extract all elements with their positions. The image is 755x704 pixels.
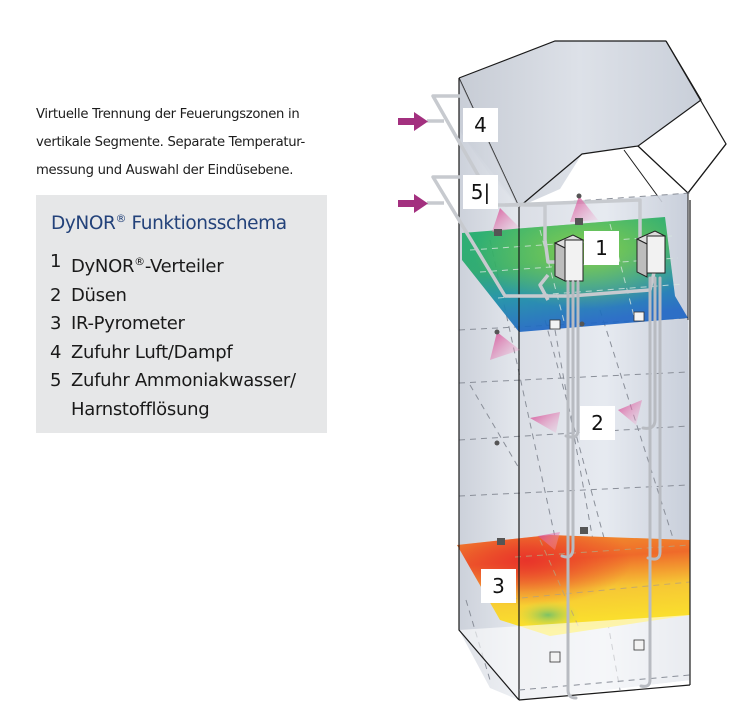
callout-distributor: 1	[584, 231, 619, 265]
pyrometer-sensor	[580, 527, 588, 534]
sensor-block	[549, 651, 561, 663]
legend-item-ammonia-urea: 5 Zufuhr Ammoniakwasser/	[50, 367, 296, 396]
registered-mark: ®	[115, 212, 127, 225]
legend-item-continuation: Harnstofflösung	[50, 396, 296, 425]
arrow-ammonia-urea	[398, 194, 428, 213]
spray-cone	[538, 532, 560, 550]
intro-line: vertikale Segmente. Separate Temperatur-	[36, 135, 306, 150]
legend-item-label-continuation: Harnstofflösung	[71, 398, 210, 420]
distributor-box	[635, 230, 667, 278]
legend-item-label: IR-Pyrometer	[71, 313, 185, 334]
legend-item-distributor: 1 DyNOR®-Verteiler	[50, 248, 296, 282]
legend-title: DyNOR® Funktionsschema	[51, 212, 287, 234]
legend-item-nozzles: 2 Düsen	[50, 282, 296, 311]
legend-item-number: 2	[50, 284, 62, 306]
nozzle-port	[576, 193, 582, 199]
legend-item-label: DyNOR®-Verteiler	[71, 248, 224, 282]
legend-item-number: 3	[50, 313, 62, 334]
spray-cone	[570, 196, 598, 222]
legend-item-number: 5	[50, 370, 62, 391]
legend-item-label: Zufuhr Ammoniakwasser/	[71, 370, 296, 391]
legend-item-number: 1	[50, 251, 62, 272]
intro-line: messung und Auswahl der Eindüsebene.	[36, 163, 294, 178]
legend-item-label: Düsen	[71, 284, 127, 306]
legend-item-label-brand: DyNOR	[71, 256, 135, 277]
legend-title-text: Funktionsschema	[126, 213, 288, 234]
intro-text: Virtuelle Trennung der Feuerungszonen in…	[36, 101, 336, 185]
nozzle-port	[494, 440, 500, 446]
legend-item-air-steam: 4 Zufuhr Luft/Dampf	[50, 339, 296, 368]
pyrometers	[494, 193, 645, 663]
legend-title-brand: DyNOR	[51, 213, 116, 234]
pyrometer-sensor	[575, 218, 583, 225]
furnace-hood	[458, 40, 727, 208]
arrow-air-steam	[398, 112, 428, 131]
callout-pyrometer: 3	[481, 569, 516, 603]
pyrometer-sensor	[497, 538, 505, 545]
legend-list: 1 DyNOR®-Verteiler 2 Düsen 3 IR-Pyromete…	[50, 248, 296, 424]
legend-box: DyNOR® Funktionsschema 1 DyNOR®-Verteile…	[36, 195, 327, 433]
callout-ammonia-urea: 5|	[463, 175, 498, 209]
registered-mark: ®	[134, 255, 145, 268]
feed-arrows	[398, 112, 428, 213]
callout-air-steam: 4	[463, 108, 498, 142]
spray-cone	[492, 208, 520, 232]
distributor-box	[553, 234, 585, 282]
callout-nozzles: 2	[580, 406, 615, 440]
intro-line: Virtuelle Trennung der Feuerungszonen in	[36, 107, 300, 122]
sensor-block	[549, 319, 561, 330]
lances	[560, 276, 662, 700]
spray-cone	[618, 400, 642, 425]
legend-item-label: Zufuhr Luft/Dampf	[71, 341, 233, 363]
nozzle-port	[579, 321, 585, 327]
sensor-block	[633, 311, 645, 322]
nozzle-sprays	[490, 196, 642, 550]
spray-cone	[490, 332, 520, 360]
spray-cone	[530, 412, 560, 433]
sensor-block	[633, 639, 645, 651]
legend-item-number: 4	[50, 341, 62, 363]
legend-item-pyrometer: 3 IR-Pyrometer	[50, 310, 296, 339]
pyrometer-sensor	[494, 229, 502, 236]
nozzle-port	[494, 329, 500, 335]
furnace-floor	[458, 78, 691, 701]
legend-item-label-text: -Verteiler	[144, 256, 224, 277]
distributor-boxes	[553, 230, 667, 282]
lower-temperature-plane	[457, 535, 691, 636]
